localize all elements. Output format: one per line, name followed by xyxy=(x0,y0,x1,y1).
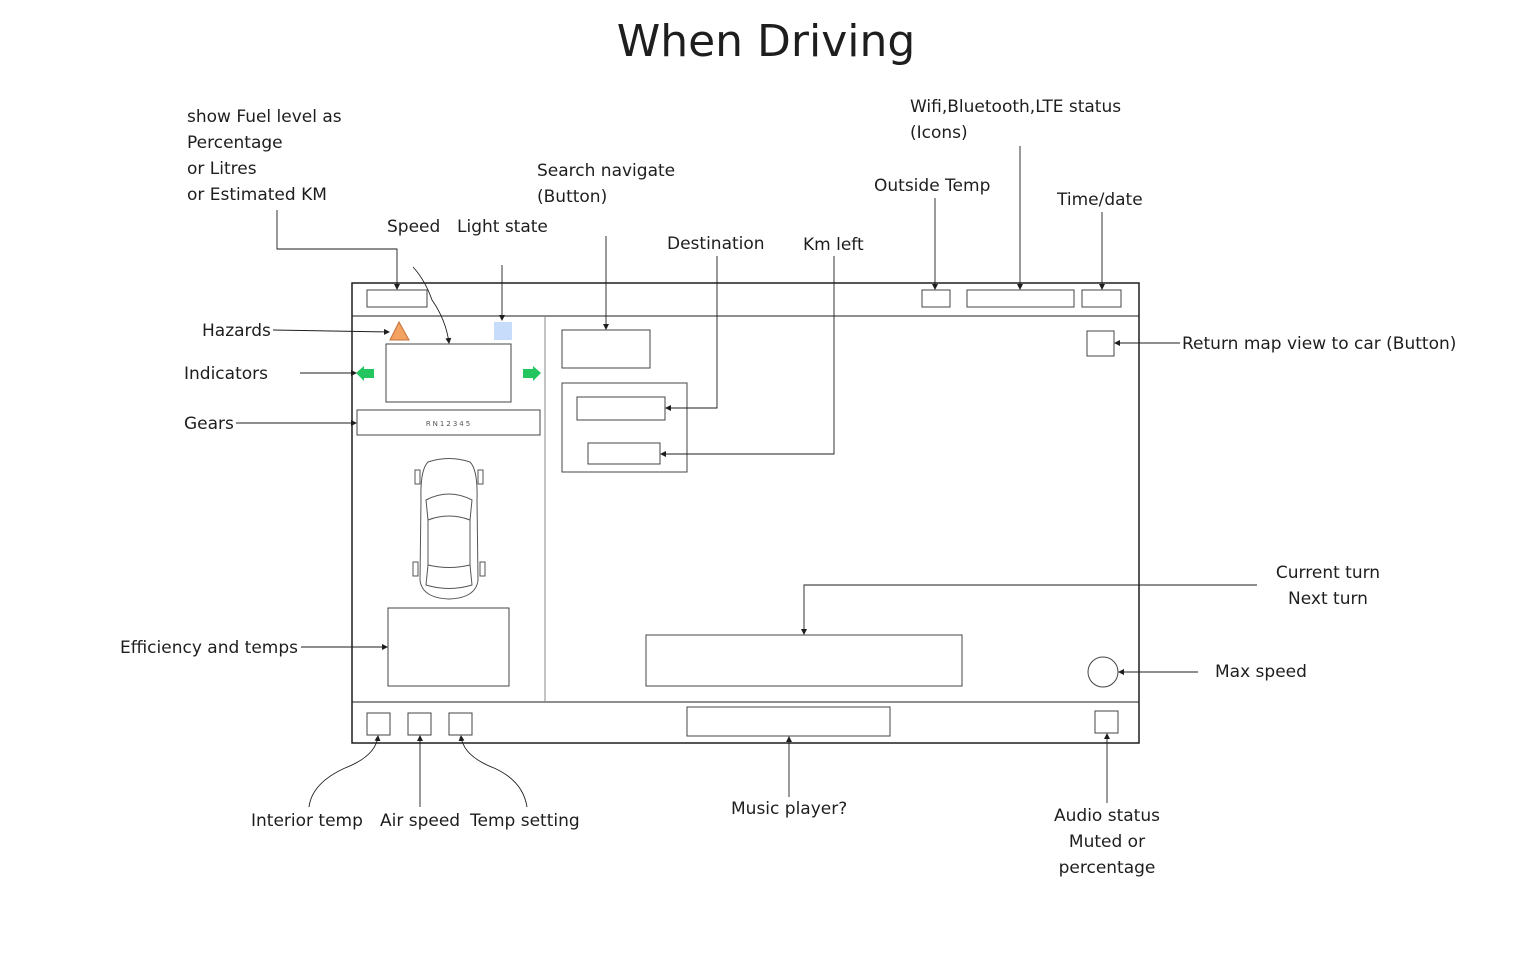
efficiency-label: Efficiency and temps xyxy=(120,638,299,658)
outside-temp-box xyxy=(921,289,951,308)
audio-status-box[interactable] xyxy=(1094,710,1119,734)
time-date-label: Time/date xyxy=(1057,190,1143,210)
light-state-icon xyxy=(494,322,512,340)
search-navigate-button[interactable] xyxy=(561,329,651,369)
temp-setting-label: Temp setting xyxy=(470,811,580,831)
music-player-label: Music player? xyxy=(731,799,848,819)
light-state-label: Light state xyxy=(457,217,548,237)
hazard-icon[interactable] xyxy=(389,320,410,341)
audio-status-label: Audio status Muted or percentage xyxy=(1054,806,1160,878)
hazards-label: Hazards xyxy=(202,321,271,341)
destination-box xyxy=(576,396,666,421)
indicators-label: Indicators xyxy=(184,364,268,384)
speed-display xyxy=(385,343,512,403)
connector-destination xyxy=(665,256,718,411)
gear-selector xyxy=(356,409,541,436)
connector-km-left xyxy=(660,256,835,457)
interior-temp-label: Interior temp xyxy=(251,811,363,831)
turns-label: Current turn Next turn xyxy=(1275,563,1381,609)
speed-label: Speed xyxy=(387,217,441,237)
time-date-box xyxy=(1081,289,1122,308)
connector-turns xyxy=(801,584,1257,635)
outside-temp-label: Outside Temp xyxy=(874,176,991,196)
connectivity-label: Wifi,Bluetooth,LTE status (Icons) xyxy=(910,97,1122,143)
max-speed-label: Max speed xyxy=(1215,662,1307,682)
screen-frame xyxy=(351,282,1140,744)
temp-setting-box[interactable] xyxy=(448,712,473,736)
interior-temp-box[interactable] xyxy=(366,712,391,736)
connector-interior-temp xyxy=(308,735,381,808)
destination-label: Destination xyxy=(667,234,765,254)
km-left-label: Km left xyxy=(803,235,864,255)
music-player-box[interactable] xyxy=(686,706,891,737)
page-title: When Driving xyxy=(616,16,916,67)
return-map-label: Return map view to car (Button) xyxy=(1182,334,1457,354)
route-info-panel xyxy=(561,382,688,473)
max-speed-sign xyxy=(1087,656,1119,688)
connectivity-status-box xyxy=(966,289,1075,308)
turn-instructions-panel xyxy=(645,634,963,687)
connector-speed xyxy=(412,266,452,344)
efficiency-temps-panel xyxy=(387,607,510,687)
connector-fuel xyxy=(276,210,400,290)
connector-temp-setting xyxy=(458,735,528,808)
search-navigate-label: Search navigate (Button) xyxy=(537,161,676,207)
left-indicator-icon xyxy=(356,366,374,381)
fuel-level-label: show Fuel level as Percentage or Litres … xyxy=(187,107,342,205)
right-indicator-icon xyxy=(523,366,541,381)
car-top-view-icon xyxy=(412,458,486,600)
return-map-view-button[interactable] xyxy=(1086,330,1115,357)
fuel-level-box xyxy=(366,289,428,308)
km-left-box xyxy=(587,442,661,465)
air-speed-box[interactable] xyxy=(407,712,432,736)
gears-label: Gears xyxy=(184,414,234,434)
gear-selector-text: RN12345 xyxy=(426,420,472,428)
connector-hazards xyxy=(272,328,390,335)
air-speed-label: Air speed xyxy=(380,811,461,831)
